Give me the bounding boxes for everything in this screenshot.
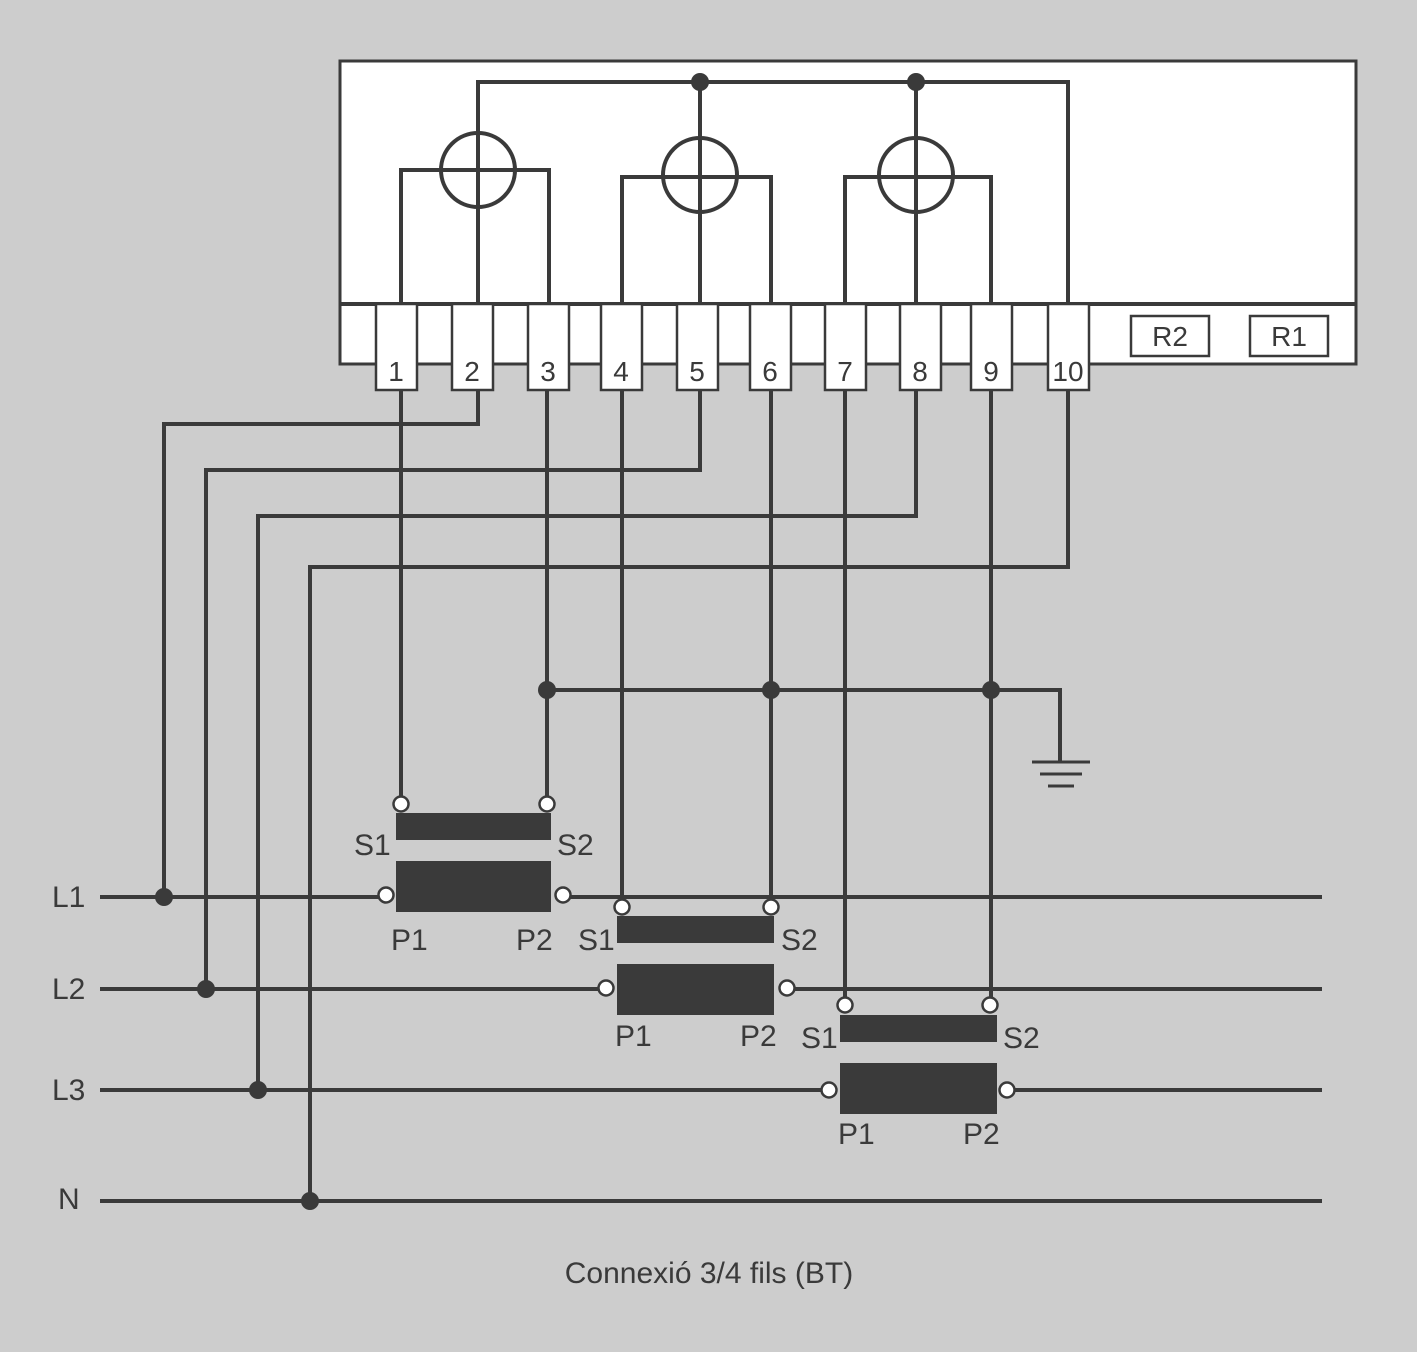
- ct-label-s1: S1: [578, 924, 615, 957]
- junction-dot: [907, 73, 925, 91]
- terminal-1: 1: [374, 302, 419, 392]
- junction-dot: [249, 1081, 267, 1099]
- terminal-label: 9: [983, 356, 999, 387]
- ct-label-s2: S2: [557, 829, 594, 862]
- measuring-element-3: [877, 136, 955, 214]
- terminal-strip: 1 2 3 4 5 6 7 8 9 10: [374, 302, 1091, 392]
- ct-label-s2: S2: [781, 924, 818, 957]
- terminal-label: 3: [540, 356, 556, 387]
- current-transformer-1: S1 S2 P1 P2: [354, 795, 594, 957]
- terminal-p2: [554, 886, 572, 904]
- ct-label-s2: S2: [1003, 1022, 1040, 1055]
- terminal-p2: [998, 1081, 1016, 1099]
- terminal-label: 2: [464, 356, 480, 387]
- terminal-4: 4: [599, 302, 644, 392]
- terminal-p1: [820, 1081, 838, 1099]
- relay-r2: R2: [1129, 314, 1211, 358]
- line-label-l1: L1: [52, 881, 85, 914]
- ground-icon: [1032, 760, 1090, 788]
- ct-label-p2: P2: [963, 1118, 1000, 1151]
- terminal-s1: [392, 795, 410, 813]
- ct-label-s1: S1: [354, 829, 391, 862]
- terminal-3: 3: [526, 302, 571, 392]
- current-transformer-3: S1 S2 P1 P2: [801, 996, 1040, 1151]
- terminal-label: 5: [689, 356, 705, 387]
- junction-dot: [982, 681, 1000, 699]
- terminal-label: 1: [388, 356, 404, 387]
- terminal-label: 10: [1052, 356, 1083, 387]
- terminal-s2: [538, 795, 556, 813]
- ct-label-p2: P2: [516, 924, 553, 957]
- ct-label-p2: P2: [740, 1020, 777, 1053]
- line-label-n: N: [58, 1183, 80, 1216]
- line-label-l2: L2: [52, 973, 85, 1006]
- terminal-label: 6: [762, 356, 778, 387]
- terminal-s1: [836, 996, 854, 1014]
- terminal-9: 9: [969, 302, 1014, 392]
- measuring-element-1: [439, 131, 517, 209]
- external-wiring: [162, 390, 1070, 1201]
- relay-label: R2: [1152, 321, 1188, 352]
- junction-dot: [691, 73, 709, 91]
- terminal-p2: [778, 979, 796, 997]
- terminal-5: 5: [675, 302, 720, 392]
- supply-lines: [100, 888, 1322, 1210]
- terminal-7: 7: [823, 302, 868, 392]
- terminal-s2: [981, 996, 999, 1014]
- terminal-s2: [762, 898, 780, 916]
- diagram-caption: Connexió 3/4 fils (BT): [565, 1257, 853, 1290]
- measuring-element-2: [661, 136, 739, 214]
- terminal-s1: [613, 898, 631, 916]
- terminal-6: 6: [748, 302, 793, 392]
- ct-label-s1: S1: [801, 1022, 838, 1055]
- terminal-label: 8: [912, 356, 928, 387]
- junction-dot: [197, 980, 215, 998]
- junction-dot: [538, 681, 556, 699]
- terminal-label: 7: [837, 356, 853, 387]
- ct-label-p1: P1: [838, 1118, 875, 1151]
- relay-label: R1: [1271, 321, 1307, 352]
- ct-label-p1: P1: [391, 924, 428, 957]
- meter-internal-wiring: [399, 73, 1070, 304]
- terminal-p1: [377, 886, 395, 904]
- junction-dot: [762, 681, 780, 699]
- junction-dot: [301, 1192, 319, 1210]
- line-label-l3: L3: [52, 1074, 85, 1107]
- terminal-8: 8: [898, 302, 943, 392]
- terminal-p1: [597, 979, 615, 997]
- terminal-label: 4: [613, 356, 629, 387]
- ct-label-p1: P1: [615, 1020, 652, 1053]
- terminal-10: 10: [1046, 302, 1091, 392]
- junction-dot: [155, 888, 173, 906]
- relay-r1: R1: [1248, 314, 1330, 358]
- terminal-2: 2: [450, 302, 495, 392]
- current-transformer-2: S1 S2 P1 P2: [578, 898, 818, 1053]
